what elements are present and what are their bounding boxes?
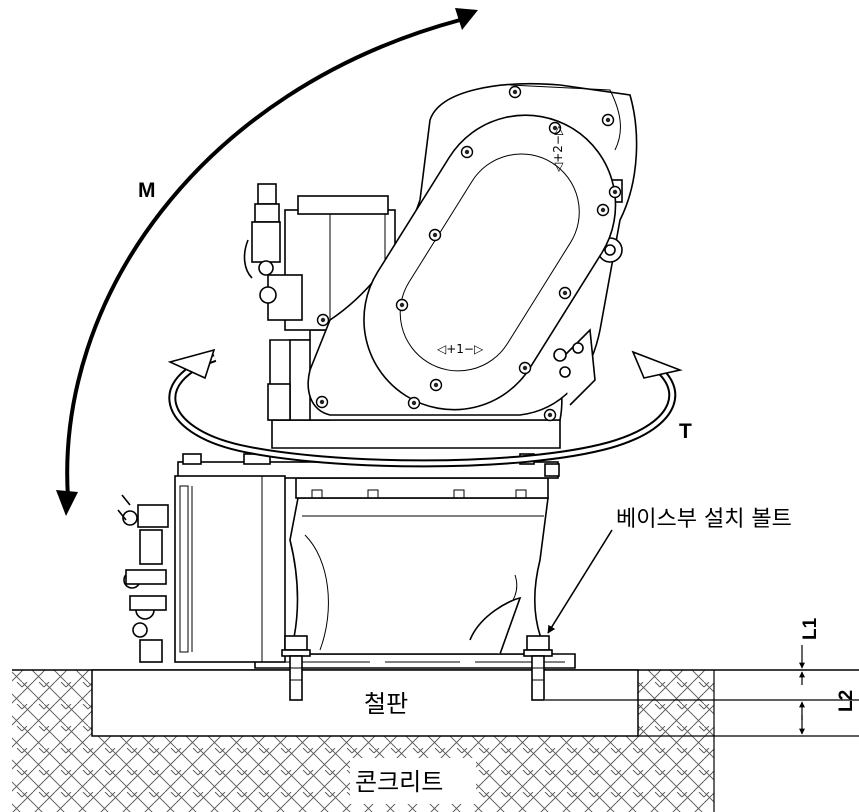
torque-arrow xyxy=(167,348,683,468)
l1-label: L1 xyxy=(800,617,821,640)
steel-plate xyxy=(91,669,639,737)
cover-bolts xyxy=(315,85,622,422)
steel-plate-label: 철판 xyxy=(364,690,408,718)
base-bolt-left xyxy=(281,635,311,701)
base-bolt-label: 베이스부 설치 볼트 xyxy=(616,507,792,532)
upper-connector xyxy=(243,183,281,304)
moment-label: M xyxy=(138,179,156,202)
axis-2-mark: ◁+2−▷ xyxy=(551,125,565,173)
bolt-leader-line xyxy=(547,529,613,634)
robot xyxy=(117,82,638,701)
dimension-lines xyxy=(545,645,859,737)
base-flange xyxy=(295,477,549,499)
lower-connector xyxy=(117,494,169,663)
lower-side-box xyxy=(174,475,286,663)
concrete-label-bg xyxy=(350,758,476,804)
axis-1-mark: ◁+1−▷ xyxy=(436,342,484,356)
concrete-label: 콘크리트 xyxy=(355,768,443,796)
arm-cover xyxy=(363,114,617,411)
shoulder-base xyxy=(271,419,561,449)
base-bolt-right xyxy=(523,635,553,701)
base-body xyxy=(288,497,550,655)
moment-arrow xyxy=(56,8,478,516)
l2-label: L2 xyxy=(836,690,857,712)
torque-label: T xyxy=(679,420,692,443)
